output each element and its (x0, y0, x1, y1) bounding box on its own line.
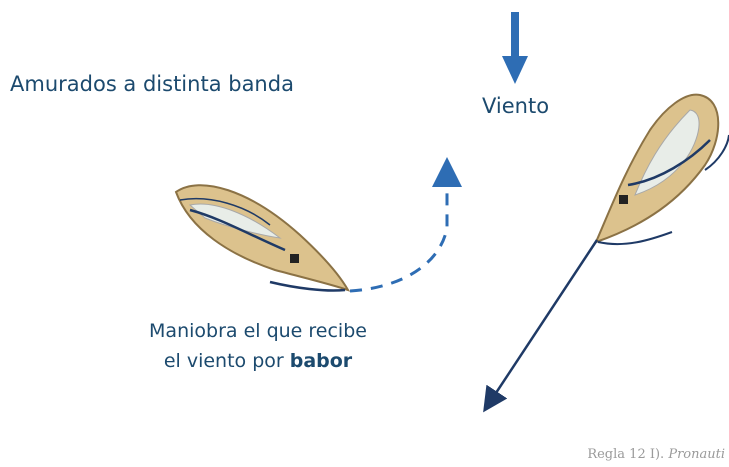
diagram-title: Amurados a distinta banda (10, 72, 294, 96)
wind-label: Viento (482, 94, 550, 118)
caption-line2-prefix: el viento por (163, 350, 290, 372)
caption-line2: el viento por babor (128, 346, 388, 376)
caption: Maniobra el que recibe el viento por bab… (128, 316, 388, 376)
credit-source: Pronauti (668, 447, 725, 462)
right-boat-mast (619, 195, 628, 204)
caption-line2-bold: babor (289, 350, 353, 372)
maneuver-path (349, 157, 462, 293)
right-boat (594, 93, 729, 246)
left-boat-mast (290, 254, 299, 263)
left-boat (174, 184, 351, 292)
wind-arrow (502, 12, 528, 84)
credit-prefix: Regla 12 I). (587, 447, 669, 462)
credit: Regla 12 I). Pronauti (587, 447, 725, 462)
caption-line1: Maniobra el que recibe (149, 320, 367, 342)
right-boat-course (483, 239, 599, 413)
